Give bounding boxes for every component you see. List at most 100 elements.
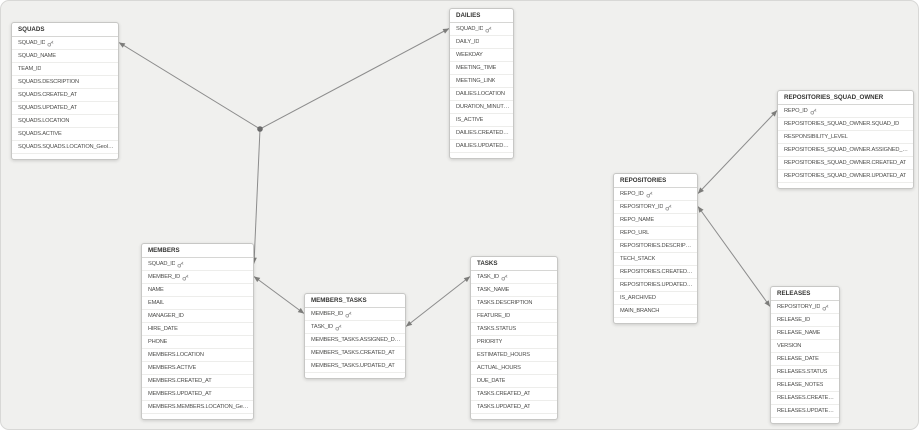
relationship-line [405, 276, 471, 327]
field-row: HIRE_DATE [142, 323, 253, 336]
table-title[interactable]: MEMBERS_TASKS [305, 294, 405, 308]
field-name: REPO_NAME [620, 216, 654, 223]
field-row: TASK_ID [471, 271, 557, 284]
field-row: RELEASES.UPDATED_AT [771, 405, 839, 418]
field-name: DUE_DATE [477, 377, 506, 384]
field-name: REPOSITORIES.DESCRIPTION [620, 242, 694, 249]
field-name: RELEASE_NAME [777, 329, 821, 336]
field-row: ACTUAL_HOURS [471, 362, 557, 375]
field-row: REPOSITORIES.DESCRIPTION [614, 240, 697, 253]
field-name: TECH_STACK [620, 255, 656, 262]
field-name: RELEASES.CREATED_AT [777, 394, 836, 401]
field-name: DAILIES.UPDATED_AT [456, 142, 510, 149]
field-name: SQUADS.DESCRIPTION [18, 78, 79, 85]
table-members_tasks[interactable]: MEMBERS_TASKS MEMBER_ID TASK_ID MEMBERS_TAS… [304, 293, 406, 379]
field-name: SQUADS.LOCATION [18, 117, 70, 124]
field-name: REPOSITORIES_SQUAD_OWNER.SQUAD_ID [784, 120, 899, 127]
table-title[interactable]: SQUADS [12, 23, 118, 37]
relationship-line [251, 128, 261, 264]
field-row: SQUAD_ID [142, 258, 253, 271]
field-row: MEMBERS_TASKS.UPDATED_AT [305, 360, 405, 373]
field-name: RELEASES.STATUS [777, 368, 828, 375]
table-tasks[interactable]: TASKS TASK_ID TASK_NAME TASKS.DESCRIPTION FE… [470, 256, 558, 420]
key-icon [177, 261, 184, 268]
field-row: DAILIES.UPDATED_AT [450, 140, 513, 153]
field-name: SQUAD_ID [456, 25, 484, 32]
field-row: REPO_ID [614, 188, 697, 201]
field-row: MEETING_LINK [450, 75, 513, 88]
field-name: SQUAD_ID [148, 260, 176, 267]
field-name: SQUADS.UPDATED_AT [18, 104, 77, 111]
field-name: TEAM_ID [18, 65, 42, 72]
field-name: REPO_URL [620, 229, 650, 236]
junction-dot [257, 126, 263, 132]
field-name: MEMBERS_TASKS.CREATED_AT [311, 349, 395, 356]
field-name: RELEASE_DATE [777, 355, 819, 362]
field-name: FEATURE_ID [477, 312, 510, 319]
table-title[interactable]: REPOSITORIES_SQUAD_OWNER [778, 91, 913, 105]
relationship-line [253, 276, 305, 314]
field-row: SQUAD_NAME [12, 50, 118, 63]
table-title[interactable]: REPOSITORIES [614, 174, 697, 188]
field-name: DAILIES.LOCATION [456, 90, 505, 97]
field-name: ACTUAL_HOURS [477, 364, 521, 371]
field-name: REPOSITORY_ID [777, 303, 821, 310]
field-row: DAILY_ID [450, 36, 513, 49]
field-row: TEAM_ID [12, 63, 118, 76]
field-name: TASKS.DESCRIPTION [477, 299, 533, 306]
field-row: MEMBERS_TASKS.CREATED_AT [305, 347, 405, 360]
field-name: TASKS.STATUS [477, 325, 516, 332]
field-name: SQUAD_NAME [18, 52, 56, 59]
field-row: FEATURE_ID [471, 310, 557, 323]
field-row: REPOSITORIES_SQUAD_OWNER.UPDATED_AT [778, 170, 913, 183]
field-name: MEMBERS.CREATED_AT [148, 377, 212, 384]
field-row: WEEKDAY [450, 49, 513, 62]
table-title[interactable]: RELEASES [771, 287, 839, 301]
field-row: TASKS.CREATED_AT [471, 388, 557, 401]
field-name: MEMBER_ID [311, 310, 344, 317]
field-name: MEMBERS.ACTIVE [148, 364, 197, 371]
field-name: TASK_ID [311, 323, 333, 330]
field-row: MEMBERS.MEMBERS.LOCATION_GeoInfo [142, 401, 253, 414]
relationship-line [697, 110, 778, 194]
field-name: RESPONSIBILITY_LEVEL [784, 133, 848, 140]
relationship-line [118, 42, 261, 130]
key-icon [822, 304, 829, 311]
field-row: REPOSITORY_ID [771, 301, 839, 314]
field-row: SQUADS.LOCATION [12, 115, 118, 128]
field-name: TASKS.UPDATED_AT [477, 403, 531, 410]
field-row: REPOSITORY_ID [614, 201, 697, 214]
field-row: REPOSITORIES.UPDATED_AT [614, 279, 697, 292]
table-title[interactable]: MEMBERS [142, 244, 253, 258]
field-row: RELEASE_NOTES [771, 379, 839, 392]
field-name: REPOSITORIES.UPDATED_AT [620, 281, 694, 288]
field-name: TASK_ID [477, 273, 499, 280]
field-row: DURATION_MINUTES [450, 101, 513, 114]
field-row: RESPONSIBILITY_LEVEL [778, 131, 913, 144]
relationship-line [697, 206, 771, 307]
field-name: DURATION_MINUTES [456, 103, 510, 110]
field-name: MEMBER_ID [148, 273, 181, 280]
field-name: REPOSITORIES.CREATED_AT [620, 268, 694, 275]
field-row: TASK_NAME [471, 284, 557, 297]
field-row: TASKS.UPDATED_AT [471, 401, 557, 414]
field-row: REPO_ID [778, 105, 913, 118]
table-title[interactable]: TASKS [471, 257, 557, 271]
field-row: RELEASES.STATUS [771, 366, 839, 379]
field-row: SQUADS.DESCRIPTION [12, 76, 118, 89]
field-row: MEETING_TIME [450, 62, 513, 75]
key-icon [345, 311, 352, 318]
table-title[interactable]: DAILIES [450, 9, 513, 23]
field-row: SQUADS.SQUADS.LOCATION_GeoInfo [12, 141, 118, 154]
field-row: REPOSITORIES_SQUAD_OWNER.CREATED_AT [778, 157, 913, 170]
key-icon [47, 40, 54, 47]
key-icon [182, 274, 189, 281]
